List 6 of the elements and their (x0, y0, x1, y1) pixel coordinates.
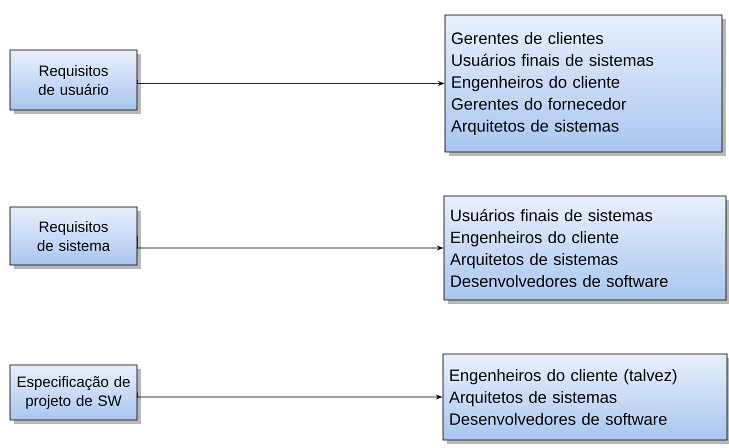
text-box: Especificação de projeto de SW (10, 364, 141, 424)
text-box: Usuários finais de sistemas Engenheiros do cliente Arquitetos de sistemas Desenvolvedores de software (444, 196, 729, 304)
text-box: Requisitos de sistema (10, 206, 141, 269)
text-box: Gerentes de clientes Usuários finais de sistemas Engenheiros do cliente Gerentes do fornecedor Arquitetos de sistemas (444, 14, 726, 156)
text-box: Requisitos de usuário (10, 50, 141, 114)
text-box: Engenheiros do cliente (talvez) Arquitetos de sistemas Desenvolvedores de software (442, 354, 729, 444)
